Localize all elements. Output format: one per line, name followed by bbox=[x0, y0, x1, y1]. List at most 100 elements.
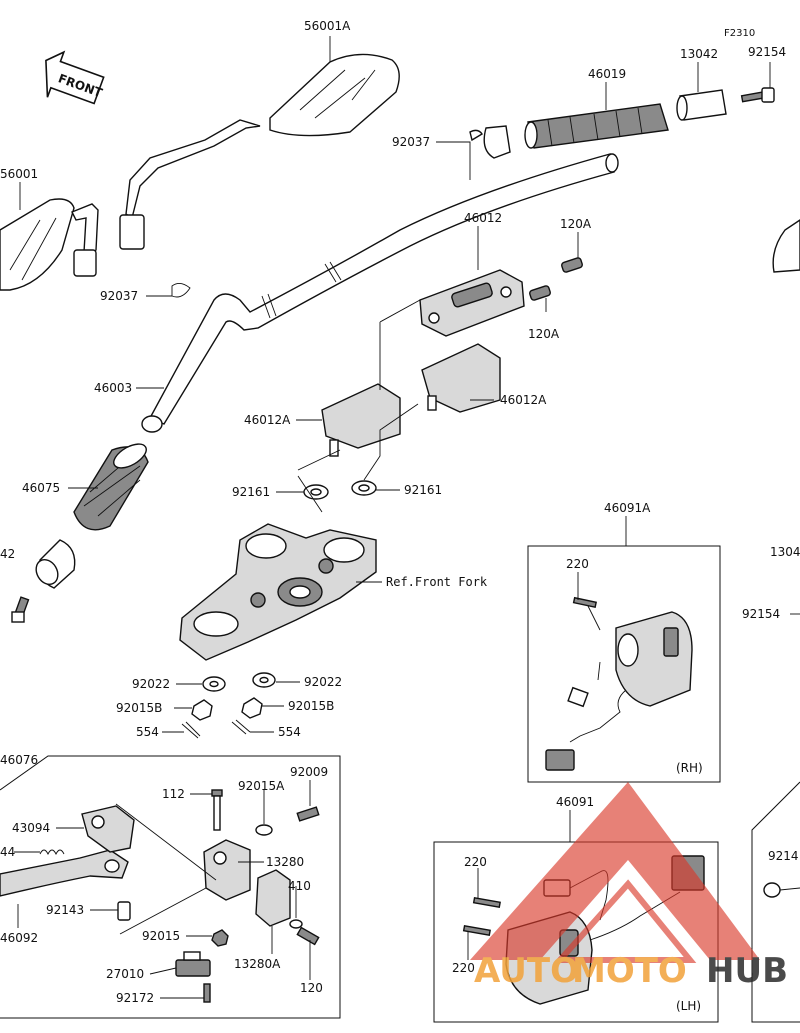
spring-44[interactable] bbox=[39, 849, 65, 856]
bolt-112[interactable] bbox=[211, 789, 223, 831]
washer-92161-right[interactable] bbox=[351, 480, 377, 496]
label-554-left: 554 bbox=[136, 725, 159, 739]
label-46091: 46091 bbox=[556, 795, 594, 809]
collar-92143[interactable] bbox=[117, 901, 131, 921]
label-13042: 13042 bbox=[680, 47, 718, 61]
mirror-right[interactable] bbox=[119, 53, 400, 250]
clamp-13280[interactable] bbox=[203, 839, 251, 901]
label-46012: 46012 bbox=[464, 211, 502, 225]
upper-triple-clamp[interactable] bbox=[179, 523, 377, 661]
label-92015: 92015 bbox=[142, 929, 180, 943]
label-120-bottom: 120 bbox=[300, 981, 323, 995]
label-120A-b: 120A bbox=[528, 327, 560, 341]
front-direction-badge: FRONT bbox=[45, 50, 105, 105]
right-edge-box bbox=[751, 781, 800, 1023]
label-92161-right: 92161 bbox=[404, 483, 442, 497]
washer-92161-left[interactable] bbox=[303, 484, 329, 500]
label-410: 410 bbox=[288, 879, 311, 893]
label-44: 44 bbox=[0, 845, 15, 859]
label-92015A: 92015A bbox=[238, 779, 285, 793]
holder-upper-46012[interactable] bbox=[419, 269, 525, 337]
label-92037-top: 92037 bbox=[392, 135, 430, 149]
nut-92015B-left[interactable] bbox=[191, 699, 213, 721]
label-92172: 92172 bbox=[116, 991, 154, 1005]
label-120A-a: 120A bbox=[560, 217, 592, 231]
label-F2310: F2310 bbox=[724, 28, 755, 39]
leader-lines bbox=[14, 36, 800, 999]
part-labels: 56001A 56001 F2310 92154 13042 46019 920… bbox=[0, 19, 800, 1013]
label-92022-left: 92022 bbox=[132, 677, 170, 691]
cotter-pin-554-right[interactable] bbox=[231, 719, 251, 735]
bar-end-weight-left[interactable] bbox=[32, 539, 76, 589]
label-554-right: 554 bbox=[278, 725, 301, 739]
screw-220-rh[interactable] bbox=[572, 596, 598, 609]
washer-410[interactable] bbox=[289, 919, 303, 929]
washer-92022-left[interactable] bbox=[202, 676, 226, 692]
switch-housing-rh[interactable] bbox=[545, 611, 693, 771]
label-92161-left: 92161 bbox=[232, 485, 270, 499]
label-92037-left: 92037 bbox=[100, 289, 138, 303]
grip-right[interactable] bbox=[524, 103, 669, 149]
bolt-120A-a[interactable] bbox=[561, 257, 583, 273]
label-46012A-right: 46012A bbox=[500, 393, 547, 407]
label-92154-right: 92154 bbox=[742, 607, 780, 621]
label-92009: 92009 bbox=[290, 765, 328, 779]
label-56001A: 56001A bbox=[304, 19, 351, 33]
mirror-right-edge[interactable] bbox=[772, 219, 800, 273]
nut-92015[interactable] bbox=[211, 929, 229, 947]
label-92022-right: 92022 bbox=[304, 675, 342, 689]
label-43094: 43094 bbox=[12, 821, 50, 835]
watermark-auto: AUTO bbox=[474, 951, 579, 991]
label-92154-top: 92154 bbox=[748, 45, 786, 59]
label-46019: 46019 bbox=[588, 67, 626, 81]
clip-92037-left[interactable] bbox=[171, 283, 191, 298]
handlebar[interactable] bbox=[141, 153, 619, 433]
washer-92015A[interactable] bbox=[255, 824, 273, 836]
bolt-92009[interactable] bbox=[296, 806, 320, 822]
watermark-moto: MOTO bbox=[572, 951, 687, 991]
label-42: 42 bbox=[0, 547, 15, 561]
label-220-lh-a: 220 bbox=[464, 855, 487, 869]
nut-92015B-right[interactable] bbox=[241, 697, 263, 719]
label-92143: 92143 bbox=[46, 903, 84, 917]
label-13280: 13280 bbox=[266, 855, 304, 869]
label-46092: 46092 bbox=[0, 931, 38, 945]
watermark-hub: HUB bbox=[706, 951, 788, 991]
label-46091A: 46091A bbox=[604, 501, 651, 515]
label-112: 112 bbox=[162, 787, 185, 801]
label-220-rh: 220 bbox=[566, 557, 589, 571]
bolt-92154-top[interactable] bbox=[740, 87, 775, 103]
label-13280A: 13280A bbox=[234, 957, 281, 971]
screw-220-lh-b[interactable] bbox=[462, 924, 491, 937]
screw-220-lh-a[interactable] bbox=[472, 896, 501, 909]
label-1304: 1304 bbox=[770, 545, 800, 559]
label-rh: (RH) bbox=[676, 761, 703, 775]
bar-end-weight-right[interactable] bbox=[676, 89, 727, 121]
holder-lower-46012A-right[interactable] bbox=[421, 343, 501, 413]
bolt-120[interactable] bbox=[296, 926, 320, 946]
label-92015B-right: 92015B bbox=[288, 699, 334, 713]
clamp-13280A[interactable] bbox=[255, 869, 291, 927]
clip-92037-top[interactable] bbox=[469, 125, 511, 159]
screw-92172[interactable] bbox=[203, 983, 211, 1003]
label-lh: (LH) bbox=[676, 999, 701, 1013]
clutch-lever-46092[interactable] bbox=[0, 849, 129, 897]
washer-92022-right[interactable] bbox=[252, 672, 276, 688]
label-46012A-left: 46012A bbox=[244, 413, 291, 427]
label-92015B-left: 92015B bbox=[116, 701, 162, 715]
mirror-left[interactable] bbox=[0, 198, 99, 291]
bolt-left-bar-end[interactable] bbox=[11, 596, 30, 623]
label-220-lh-b: 220 bbox=[452, 961, 475, 975]
grip-left[interactable] bbox=[73, 439, 150, 531]
label-46075: 46075 bbox=[22, 481, 60, 495]
label-ref-front-fork: Ref.Front Fork bbox=[386, 575, 488, 589]
switch-27010[interactable] bbox=[175, 951, 211, 977]
right-edge-part[interactable] bbox=[763, 882, 800, 898]
clutch-assembly-box bbox=[0, 755, 341, 1019]
holder-lower-46012A-left[interactable] bbox=[321, 383, 401, 457]
lever-holder-43094[interactable] bbox=[81, 805, 135, 853]
cotter-pin-554-left[interactable] bbox=[181, 721, 201, 739]
label-46076: 46076 bbox=[0, 753, 38, 767]
bolt-120A-b[interactable] bbox=[529, 285, 551, 301]
